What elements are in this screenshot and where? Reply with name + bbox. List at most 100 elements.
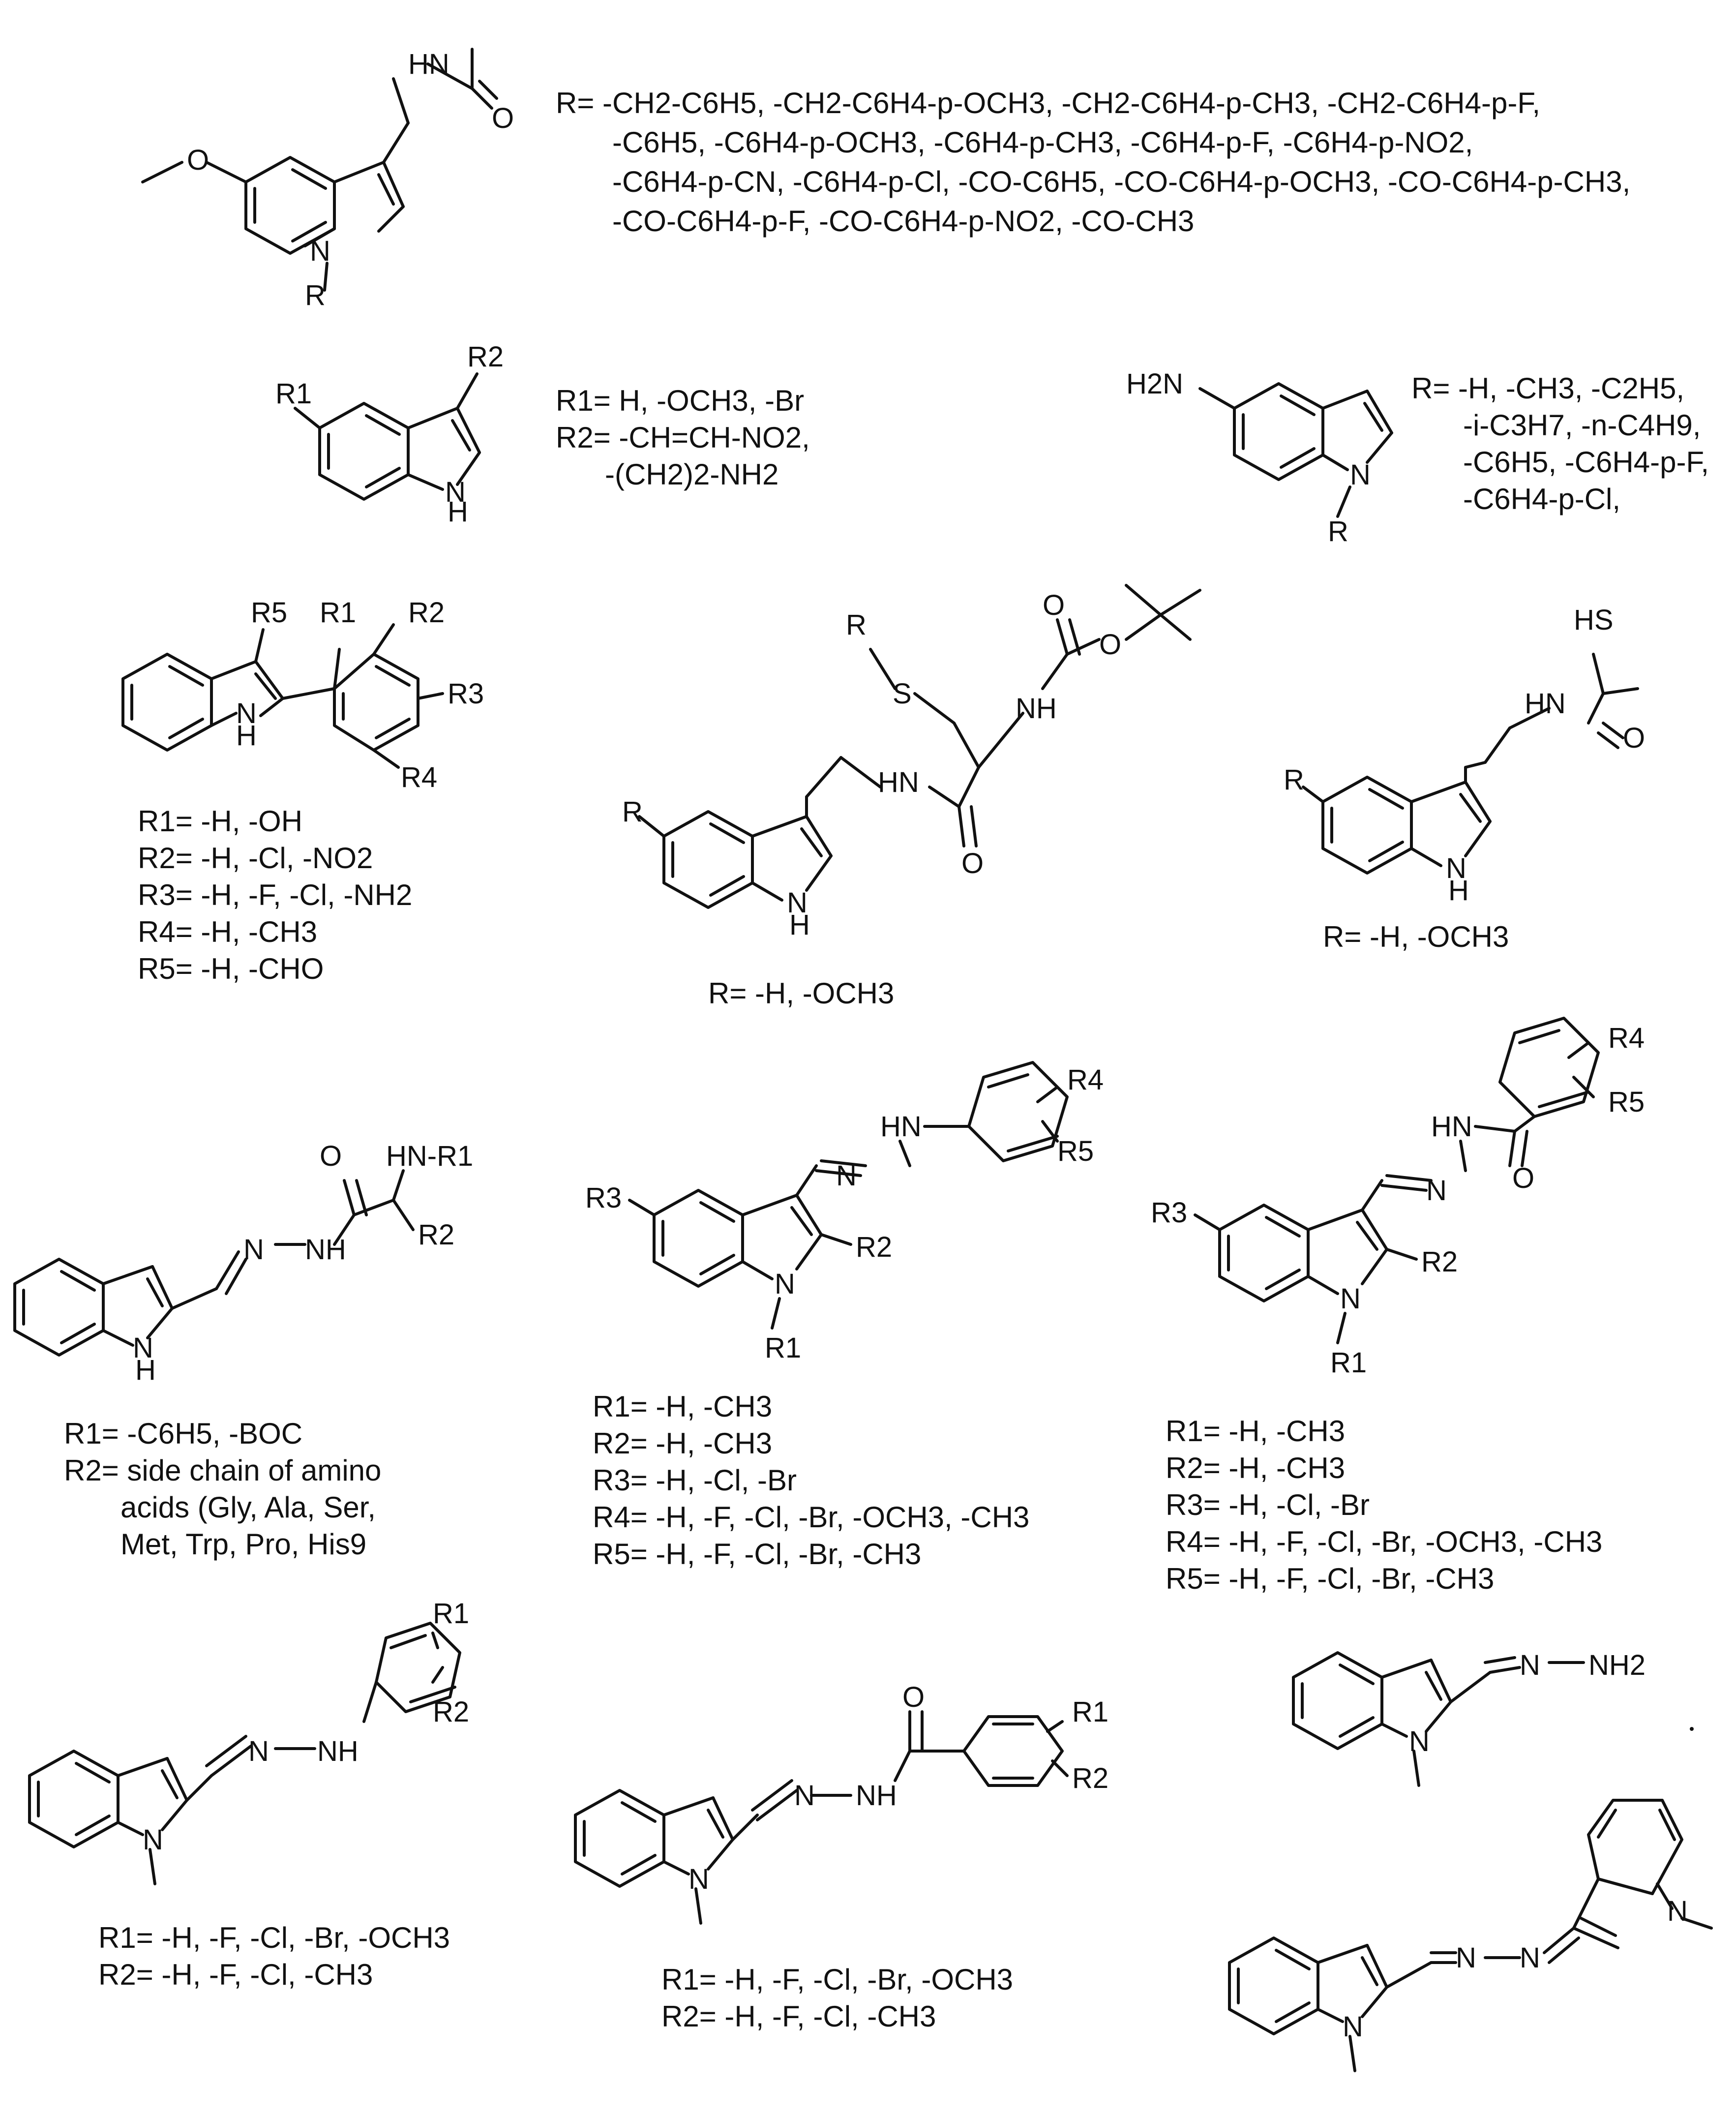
caption-line: R1= -H, -OH bbox=[138, 805, 302, 838]
atom-label: R2 bbox=[408, 597, 445, 629]
caption-line: R= -CH2-C6H5, -CH2-C6H4-p-OCH3, -CH2-C6H… bbox=[556, 87, 1540, 120]
bonds bbox=[1292, 1651, 1694, 1787]
atom-label: R3 bbox=[585, 1182, 622, 1214]
atom-label: R4 bbox=[401, 761, 437, 793]
structure-13: N N N N bbox=[1228, 1799, 1713, 2072]
structure-8: HN R4 R5 N R3 R2 N R1 R1= -H, -CH3 R2= -… bbox=[585, 1061, 1104, 1571]
atom-label: N bbox=[688, 1863, 709, 1895]
atom-label: N bbox=[1426, 1175, 1447, 1207]
atom-label: HN bbox=[408, 48, 449, 80]
caption-line: R2= -H, -Cl, -NO2 bbox=[138, 842, 373, 875]
structure-12: N NH2 N bbox=[1292, 1649, 1694, 1787]
bonds bbox=[1198, 382, 1393, 518]
atom-label: N bbox=[248, 1735, 269, 1767]
atom-label: N bbox=[1409, 1725, 1430, 1757]
caption-line: R1= H, -OCH3, -Br bbox=[556, 384, 804, 417]
caption: R1= -H, -CH3 R2= -H, -CH3 R3= -H, -Cl, -… bbox=[1166, 1415, 1602, 1595]
caption-line: R= -H, -OCH3 bbox=[708, 977, 894, 1010]
atom-label: H bbox=[789, 909, 810, 941]
atom-label: O bbox=[1099, 629, 1121, 661]
atom-label: R5 bbox=[251, 597, 287, 629]
structure-10: R1 R2 N NH N R1= -H, -F, -Cl, -Br, -OCH3… bbox=[28, 1598, 469, 1991]
caption-line: R= -H, -OCH3 bbox=[1323, 920, 1509, 953]
caption-line: acids (Gly, Ala, Ser, bbox=[120, 1491, 376, 1524]
atom-label: N bbox=[1456, 1942, 1476, 1974]
atom-label: R4 bbox=[1608, 1022, 1645, 1054]
caption: R= -CH2-C6H5, -CH2-C6H4-p-OCH3, -CH2-C6H… bbox=[556, 87, 1630, 238]
atom-label: R1 bbox=[433, 1598, 469, 1630]
caption-line: R1= -H, -CH3 bbox=[593, 1390, 772, 1423]
caption: R1= -C6H5, -BOC R2= side chain of amino … bbox=[64, 1417, 381, 1561]
atom-label: N bbox=[836, 1160, 857, 1192]
atom-label: R1 bbox=[1072, 1696, 1108, 1728]
caption-line: R5= -H, -CHO bbox=[138, 952, 324, 985]
caption-line: R1= -H, -F, -Cl, -Br, -OCH3 bbox=[661, 1963, 1013, 1996]
atom-label: N bbox=[1343, 2011, 1363, 2043]
caption-line: -C6H5, -C6H4-p-OCH3, -C6H4-p-CH3, -C6H4-… bbox=[612, 126, 1473, 159]
atom-label: R2 bbox=[418, 1219, 454, 1251]
atom-label: O bbox=[1043, 589, 1065, 621]
bonds bbox=[628, 1061, 1069, 1330]
structure-7: O HN-R1 N NH R2 N H R1= -C6H5, -BOC R2= … bbox=[13, 1140, 473, 1561]
caption-line: R4= -H, -F, -Cl, -Br, -OCH3, -CH3 bbox=[1166, 1525, 1602, 1558]
atom-label: H2N bbox=[1126, 368, 1183, 400]
bonds bbox=[638, 584, 1201, 909]
bonds bbox=[574, 1710, 1069, 1925]
caption-line: -CO-C6H4-p-F, -CO-C6H4-p-NO2, -CO-CH3 bbox=[612, 205, 1194, 238]
atom-label: N bbox=[310, 235, 330, 267]
atom-label: H bbox=[1448, 875, 1469, 907]
caption: R1= -H, -CH3 R2= -H, -CH3 R3= -H, -Cl, -… bbox=[593, 1390, 1029, 1571]
caption-line: -i-C3H7, -n-C4H9, bbox=[1463, 409, 1701, 442]
atom-label: R bbox=[846, 609, 867, 641]
bonds bbox=[28, 1622, 461, 1885]
atom-label: R3 bbox=[1151, 1197, 1187, 1229]
caption-line: R1= -H, -CH3 bbox=[1166, 1415, 1345, 1448]
atom-label: R4 bbox=[1067, 1064, 1104, 1096]
atom-label: HN bbox=[1431, 1111, 1472, 1143]
atom-label: O bbox=[1623, 722, 1645, 754]
caption-line: R3= -H, -Cl, -Br bbox=[593, 1464, 797, 1497]
atom-label: O bbox=[961, 847, 984, 879]
structure-6: HS HN O R N H R= -H, -OCH3 bbox=[1284, 604, 1645, 953]
atom-label: R bbox=[305, 279, 326, 311]
caption-line: R2= -H, -F, -Cl, -CH3 bbox=[98, 1958, 373, 1991]
atom-label: N bbox=[236, 697, 257, 729]
caption: R1= -H, -OH R2= -H, -Cl, -NO2 R3= -H, -F… bbox=[138, 805, 412, 985]
caption-line: -C6H4-p-Cl, bbox=[1463, 483, 1620, 515]
atom-label: HS bbox=[1574, 604, 1614, 636]
atom-label: R2 bbox=[433, 1696, 469, 1728]
atom-label: N bbox=[794, 1780, 815, 1812]
atom-label: R1 bbox=[1330, 1347, 1367, 1379]
atom-label: N bbox=[1340, 1283, 1361, 1315]
stray-dot bbox=[1690, 1727, 1694, 1731]
atom-label: R bbox=[1284, 764, 1304, 796]
structure-5: R S O O NH HN O R N H R= -H, -OCH3 bbox=[622, 584, 1201, 1010]
caption: R1= H, -OCH3, -Br R2= -CH=CH-NO2, -(CH2)… bbox=[556, 384, 810, 491]
structure-1: HN O O N R R= -CH2-C6H5, -CH2-C6H4-p-OCH… bbox=[141, 48, 1630, 311]
atom-label: N bbox=[143, 1824, 163, 1856]
caption-line: R= -H, -CH3, -C2H5, bbox=[1411, 372, 1684, 405]
atom-label: NH2 bbox=[1588, 1649, 1646, 1681]
caption: R= -H, -CH3, -C2H5, -i-C3H7, -n-C4H9, -C… bbox=[1411, 372, 1709, 515]
atom-label: R1 bbox=[320, 597, 356, 629]
atom-label: H bbox=[135, 1354, 156, 1386]
atom-label: NH bbox=[856, 1780, 897, 1812]
caption-line: R2= side chain of amino bbox=[64, 1454, 381, 1487]
atom-label: N bbox=[787, 887, 808, 919]
atom-label: HN-R1 bbox=[386, 1140, 473, 1172]
caption-line: R4= -H, -F, -Cl, -Br, -OCH3, -CH3 bbox=[593, 1501, 1029, 1534]
caption-line: R1= -C6H5, -BOC bbox=[64, 1417, 302, 1450]
atom-label: N bbox=[1520, 1649, 1540, 1681]
atom-label: N bbox=[445, 476, 466, 508]
bonds bbox=[294, 372, 481, 501]
atom-label: R2 bbox=[467, 341, 504, 373]
caption-line: R1= -H, -F, -Cl, -Br, -OCH3 bbox=[98, 1921, 450, 1954]
atom-label: NH bbox=[1016, 693, 1057, 725]
atom-label: O bbox=[902, 1681, 925, 1713]
atom-label: R2 bbox=[1421, 1246, 1458, 1278]
atom-label: R2 bbox=[856, 1231, 892, 1263]
atom-label: N bbox=[1520, 1942, 1540, 1974]
structure-11: O R1 R2 N NH N R1= -H, -F, -Cl, -Br, -OC… bbox=[574, 1681, 1108, 2033]
atom-label: R1 bbox=[765, 1332, 801, 1364]
caption: R1= -H, -F, -Cl, -Br, -OCH3 R2= -H, -F, … bbox=[661, 1963, 1013, 2033]
